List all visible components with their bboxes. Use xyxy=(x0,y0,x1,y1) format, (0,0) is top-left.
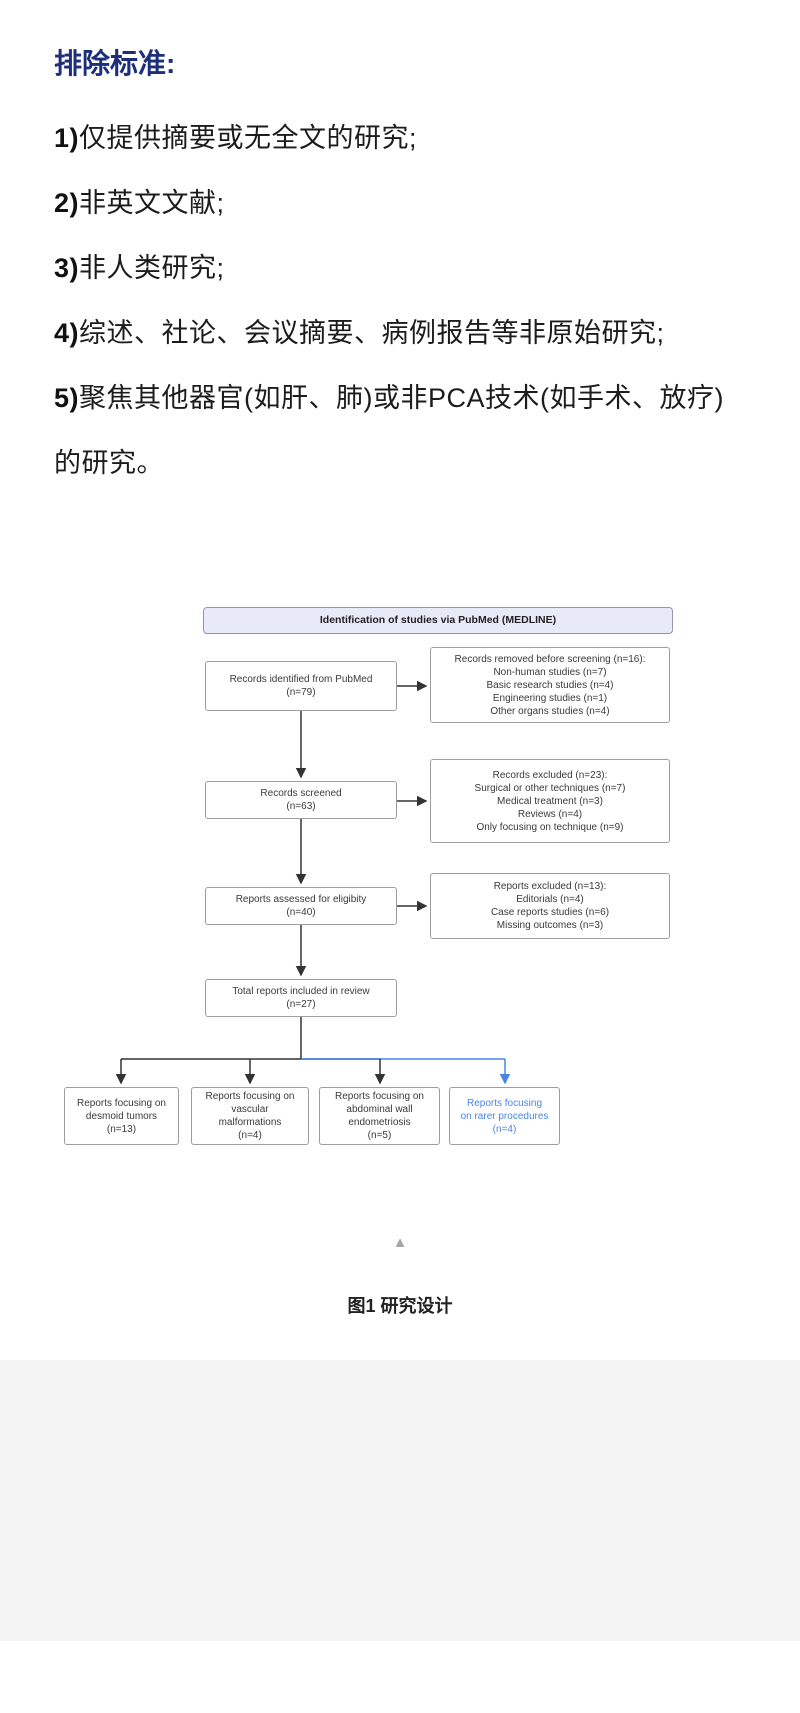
collapse-triangle-icon[interactable]: ▲ xyxy=(392,1234,408,1251)
list-item: 4)综述、社论、会议摘要、病例报告等非原始研究; xyxy=(54,301,746,366)
flow-box-records-removed: Records removed before screening (n=16):… xyxy=(430,647,670,723)
list-item-number: 2) xyxy=(54,188,80,218)
list-item-text: 仅提供摘要或无全文的研究; xyxy=(79,123,418,153)
list-item-number: 5) xyxy=(54,383,80,413)
flow-box-total-included: Total reports included in review (n=27) xyxy=(205,979,397,1017)
flow-box-vascular-malformations: Reports focusing on vascular malformatio… xyxy=(191,1087,309,1145)
flow-box-records-excluded: Records excluded (n=23): Surgical or oth… xyxy=(430,759,670,843)
flow-box-reports-excluded: Reports excluded (n=13): Editorials (n=4… xyxy=(430,873,670,939)
section-heading-exclusion-criteria: 排除标准: xyxy=(54,48,176,79)
list-item-number: 3) xyxy=(54,253,80,283)
flow-box-abdominal-wall-endometriosis: Reports focusing on abdominal wall endom… xyxy=(319,1087,440,1145)
figure-caption: 图1 研究设计 xyxy=(347,1296,453,1316)
list-item: 3)非人类研究; xyxy=(54,236,746,301)
flow-box-rarer-procedures: Reports focusing on rarer procedures (n=… xyxy=(449,1087,560,1145)
footer-area xyxy=(0,1360,800,1641)
list-item-text: 聚焦其他器官(如肝、肺)或非PCA技术(如手术、放疗)的研究。 xyxy=(54,383,724,478)
list-item-number: 1) xyxy=(54,123,80,153)
study-flow-diagram: Identification of studies via PubMed (ME… xyxy=(0,601,800,1171)
exclusion-criteria-list: 1)仅提供摘要或无全文的研究; 2)非英文文献; 3)非人类研究; 4)综述、社… xyxy=(54,106,746,496)
flow-box-identification-header: Identification of studies via PubMed (ME… xyxy=(203,607,673,634)
flow-box-records-identified: Records identified from PubMed (n=79) xyxy=(205,661,397,711)
article-content: 排除标准: 1)仅提供摘要或无全文的研究; 2)非英文文献; 3)非人类研究; … xyxy=(0,0,800,496)
list-item: 1)仅提供摘要或无全文的研究; xyxy=(54,106,746,171)
flow-box-reports-assessed: Reports assessed for eligibity (n=40) xyxy=(205,887,397,925)
list-item-text: 非英文文献; xyxy=(79,188,225,218)
list-item-text: 综述、社论、会议摘要、病例报告等非原始研究; xyxy=(79,318,665,348)
flow-connectors xyxy=(115,680,511,1085)
list-item: 2)非英文文献; xyxy=(54,171,746,236)
list-item-text: 非人类研究; xyxy=(79,253,225,283)
flow-box-desmoid-tumors: Reports focusing on desmoid tumors (n=13… xyxy=(64,1087,179,1145)
flow-box-records-screened: Records screened (n=63) xyxy=(205,781,397,819)
list-item-number: 4) xyxy=(54,318,80,348)
list-item: 5)聚焦其他器官(如肝、肺)或非PCA技术(如手术、放疗)的研究。 xyxy=(54,366,746,496)
